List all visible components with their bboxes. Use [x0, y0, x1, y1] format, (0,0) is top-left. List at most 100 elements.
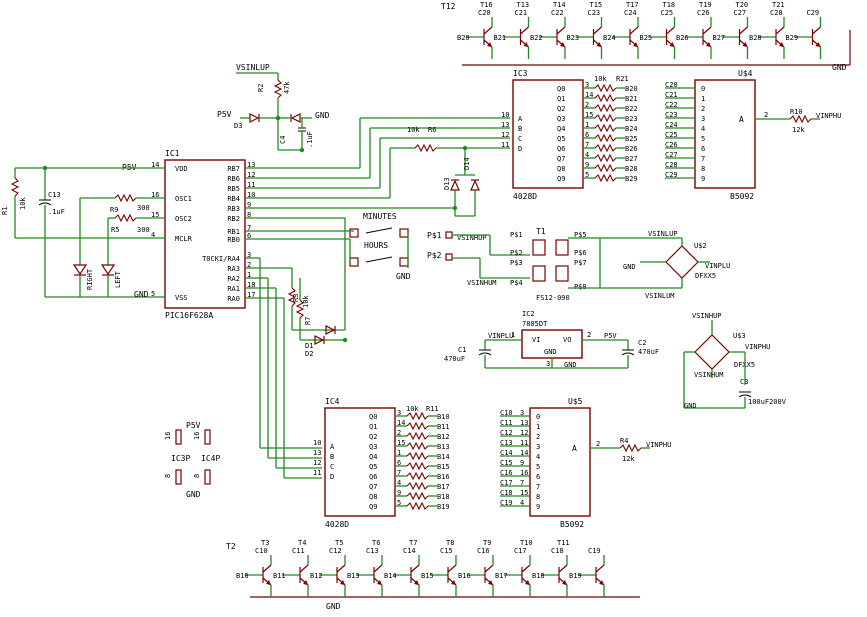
t1-pin-label: P$3 — [510, 259, 523, 267]
u5-input-name: 1 — [536, 423, 540, 431]
u4-net-label: C29 — [665, 171, 678, 179]
ic1-pin-number: 8 — [247, 211, 251, 219]
u5-net-label: C13 — [500, 439, 513, 447]
d14-label: D14 — [463, 157, 471, 170]
ic4-input-number: 13 — [313, 449, 321, 457]
u5-name: U$5 — [568, 397, 583, 406]
transistor-collector — [447, 564, 457, 573]
ic3-output-number: 9 — [585, 161, 589, 169]
d1-label: D1 — [305, 342, 313, 350]
p5v-ic2-label: P5V — [604, 332, 617, 340]
c13-label: C13 — [48, 191, 61, 199]
vsinhum-label: VSINHUM — [467, 279, 497, 287]
base-net-label: B19 — [569, 572, 582, 580]
ic3-input-number: 11 — [501, 141, 509, 149]
ic1-pin-number: 9 — [247, 201, 251, 209]
left-led-label: LEFT — [114, 270, 122, 288]
base-net-label: B10 — [236, 572, 249, 580]
ic3-output-number: 4 — [585, 151, 589, 159]
ic4-output-number: 3 — [397, 409, 401, 417]
emitter-arrow — [266, 580, 271, 585]
u4-net-label: C22 — [665, 101, 678, 109]
base-net-label: B11 — [273, 572, 286, 580]
collector-net-label: C27 — [734, 9, 747, 17]
ic4p-pin8: 8 — [193, 474, 201, 478]
t1-name: T1 — [536, 227, 546, 236]
ic3-output-name: Q9 — [557, 175, 565, 183]
u5-net-label: C19 — [500, 499, 513, 507]
switches: MINUTES HOURS GND — [245, 212, 411, 281]
ic4-output-number: 5 — [397, 499, 401, 507]
r10-value: 12k — [792, 126, 805, 134]
t1-pin-labels: P$1P$2P$3P$4P$5P$6P$7P$8 — [510, 231, 587, 291]
ic3-part: 4028D — [513, 192, 537, 201]
t1-pin-label: P$5 — [574, 231, 587, 239]
ic1-pin-name: VSS — [175, 294, 188, 302]
emitter-arrow — [487, 42, 492, 47]
u5-net-label: C14 — [500, 449, 513, 457]
vsinlup-label: VSINLUP — [236, 63, 270, 72]
ic4-output-number: 7 — [397, 469, 401, 477]
u5-net-label: C11 — [500, 419, 513, 427]
ic2-pin2: 2 — [587, 331, 591, 339]
resistor — [594, 93, 617, 103]
emitter-arrow — [560, 42, 565, 47]
t1-pin-label: P$2 — [510, 249, 523, 257]
ic4p-pin16: 16 — [193, 432, 201, 440]
u5-input-number: 4 — [520, 499, 524, 507]
ic1-pin-number: 12 — [247, 171, 255, 179]
ic3-name: IC3 — [513, 69, 528, 78]
ic1-pin-number: 6 — [247, 232, 251, 240]
transistor-name: T16 — [480, 1, 493, 9]
transistor-collector — [812, 26, 821, 35]
base-net-label: B22 — [530, 34, 543, 42]
ic2-name: IC2 — [522, 310, 535, 318]
ic4-part: 4028D — [325, 520, 349, 529]
ic1-pin-name: RA0 — [227, 295, 240, 303]
transistor-name: T10 — [520, 539, 533, 547]
u5-input-name: 9 — [536, 503, 540, 511]
c3-value: 100uF200V — [748, 398, 787, 406]
ic1-pic: IC1 PIC16F628A VDD14OSC116OSC215MCLR4VSS… — [151, 149, 255, 320]
ic1-support: P5V R1 10k C13 .1uF GND R9 300 R5 300 — [1, 163, 165, 299]
emitter-arrow — [303, 580, 308, 585]
d13-label: D13 — [443, 177, 451, 190]
transistor-name: T18 — [663, 1, 676, 9]
ic2-vo: VO — [563, 336, 571, 344]
collector-net-label: C18 — [551, 547, 564, 555]
transistor-collector — [373, 564, 383, 573]
resistor — [594, 103, 617, 113]
ic3p-label: IC3P — [171, 454, 190, 463]
resistor — [406, 461, 429, 471]
resistor — [594, 143, 617, 153]
ic1-name: IC1 — [165, 149, 180, 158]
u4-input-name: 5 — [701, 135, 705, 143]
ic1-part: PIC16F628A — [165, 311, 213, 320]
transistor-collector — [299, 564, 309, 573]
ic1-pin-name: T0CKI/RA4 — [202, 255, 240, 263]
c2-value: 470uF — [638, 348, 659, 356]
ic3p-pin16: 16 — [164, 432, 172, 440]
u4-net-label: C24 — [665, 121, 678, 129]
r4-label: R4 — [620, 437, 628, 445]
ic3-input-network: 10k R6 D13 D14 — [245, 117, 510, 217]
ic2-vi: VI — [532, 336, 540, 344]
r6-label: R6 — [428, 126, 436, 134]
c3-label: C3 — [740, 378, 748, 386]
emitter-arrow — [525, 580, 530, 585]
ic1-pin-name: OSC1 — [175, 195, 192, 203]
ic3-output-number: 5 — [585, 171, 589, 179]
resistor — [406, 451, 429, 461]
transistor-collector — [775, 26, 785, 35]
ic3-net-label: B27 — [625, 155, 638, 163]
bottom-transistor-row: T2 GND B10C10T3B11C11T4B12C12T5B13C13T6B… — [226, 539, 640, 611]
ic1-pin-number: 17 — [247, 291, 255, 299]
